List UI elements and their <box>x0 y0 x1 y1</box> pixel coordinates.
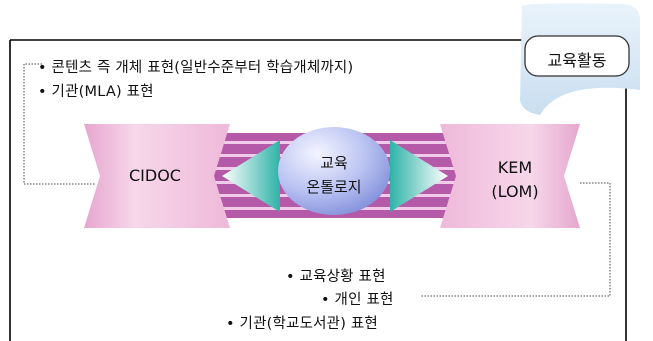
cidoc-node-shape <box>84 124 230 228</box>
dotted-connectors <box>23 63 611 297</box>
cidoc-label: CIDOC <box>129 166 181 185</box>
ontology-label-line1: 교육 <box>320 154 348 172</box>
left-arrow <box>222 140 280 212</box>
ontology-node-shape <box>278 127 390 215</box>
ontology-label-line2: 온톨로지 <box>306 178 362 196</box>
top-note-1: • 콘텐츠 즉 개체 표현(일반수준부터 학습개체까지) <box>38 60 354 76</box>
right-arrow <box>390 140 448 212</box>
outer-frame <box>9 39 627 341</box>
badge-label: 교육활동 <box>547 51 607 70</box>
top-note-2: • 기관(MLA) 표현 <box>38 84 154 100</box>
kem-label-line1: KEM <box>497 158 533 177</box>
badge-shape <box>520 3 640 115</box>
bottom-note-2: • 개인 표현 <box>321 292 394 308</box>
bottom-note-3: • 기관(학교도서관) 표현 <box>226 316 378 332</box>
kem-node-shape <box>440 124 580 228</box>
kem-label-line2: (LOM) <box>491 182 539 201</box>
bottom-note-1: • 교육상황 표현 <box>286 269 386 285</box>
